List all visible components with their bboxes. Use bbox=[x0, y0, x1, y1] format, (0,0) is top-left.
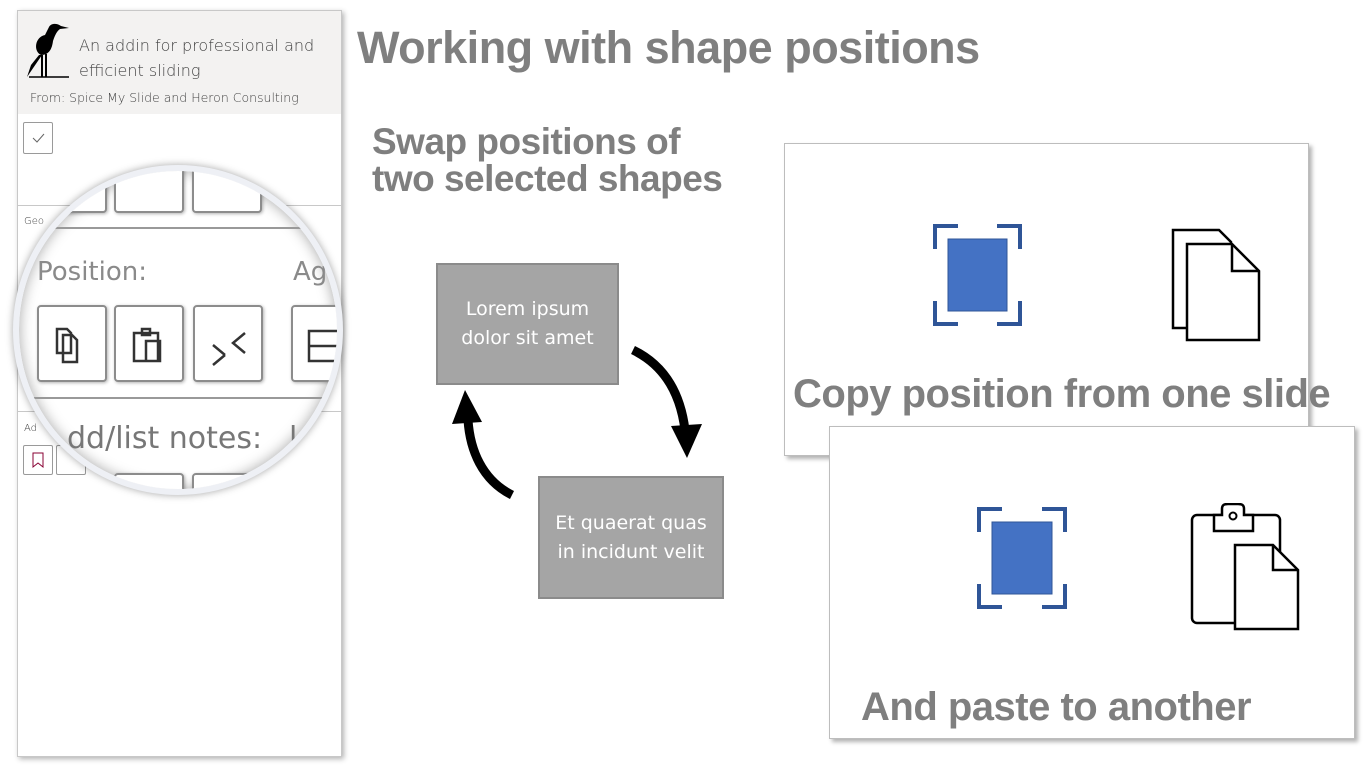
paste-position-card: And paste to another bbox=[829, 426, 1355, 739]
magnified-button bbox=[114, 171, 184, 213]
page-title: Working with shape positions bbox=[357, 22, 980, 73]
tagline-line1: An addin for professional and bbox=[79, 36, 315, 55]
box1-line2: dolor sit amet bbox=[461, 327, 594, 349]
magnified-button bbox=[192, 171, 262, 213]
heron-logo-icon bbox=[27, 23, 69, 78]
box2-line2: in incidunt velit bbox=[557, 540, 705, 563]
magnifier-lens: Position: Ag dd/list notes: l bbox=[13, 165, 343, 495]
magnified-button bbox=[19, 171, 107, 213]
add-label: Ad bbox=[24, 423, 38, 434]
paste-position-button[interactable] bbox=[114, 305, 184, 382]
copy-caption: Copy position from one slide bbox=[793, 372, 1331, 416]
add-note-button[interactable] bbox=[23, 445, 53, 475]
magnified-button bbox=[192, 473, 262, 489]
swap-heading-line2: two selected shapes bbox=[372, 158, 723, 199]
position-label: Position: bbox=[37, 257, 147, 287]
heron-consulting-link[interactable]: Heron Consulting bbox=[191, 90, 299, 105]
and-label: and bbox=[163, 90, 188, 105]
box2-line1: Et quaerat quas bbox=[555, 511, 707, 534]
geo-label: Geo bbox=[24, 216, 45, 227]
notes-label: dd/list notes: bbox=[67, 421, 263, 456]
magnified-divider bbox=[19, 397, 337, 399]
copy-position-card: Copy position from one slide bbox=[784, 143, 1331, 456]
check-button[interactable] bbox=[23, 122, 53, 154]
align-button[interactable] bbox=[291, 305, 337, 382]
paste-icon bbox=[132, 327, 162, 363]
magnified-button bbox=[114, 473, 184, 489]
checkmark-icon bbox=[32, 133, 45, 143]
paste-caption: And paste to another bbox=[861, 685, 1252, 729]
copy-position-button[interactable] bbox=[37, 305, 107, 382]
notes-partial-label: l bbox=[289, 421, 298, 456]
shape-box-2: Et quaerat quas in incidunt velit bbox=[538, 476, 724, 599]
box1-line1: Lorem ipsum bbox=[465, 298, 590, 320]
tagline-line2: efficient sliding bbox=[79, 61, 201, 80]
copy-icon bbox=[1171, 228, 1261, 342]
swap-position-button[interactable] bbox=[193, 305, 263, 382]
note-add-icon bbox=[32, 452, 44, 469]
selected-shape-icon bbox=[933, 224, 1022, 326]
selected-shape-icon bbox=[977, 507, 1067, 609]
swap-icon bbox=[212, 332, 246, 366]
magnified-divider bbox=[19, 227, 337, 229]
copy-icon bbox=[55, 327, 79, 364]
paste-clipboard-icon bbox=[1190, 503, 1300, 631]
spice-my-slide-link[interactable]: Spice My Slide bbox=[69, 90, 160, 105]
swap-arrows-icon bbox=[452, 345, 702, 500]
shape-box-1: Lorem ipsum dolor sit amet bbox=[436, 263, 619, 385]
swap-heading: Swap positions of two selected shapes bbox=[372, 121, 723, 199]
panel-header: An addin for professional and efficient … bbox=[18, 11, 341, 114]
from-label: From: bbox=[30, 90, 66, 105]
align-icon bbox=[307, 329, 337, 363]
swap-heading-line1: Swap positions of bbox=[372, 121, 681, 162]
align-label: Ag bbox=[293, 257, 328, 287]
